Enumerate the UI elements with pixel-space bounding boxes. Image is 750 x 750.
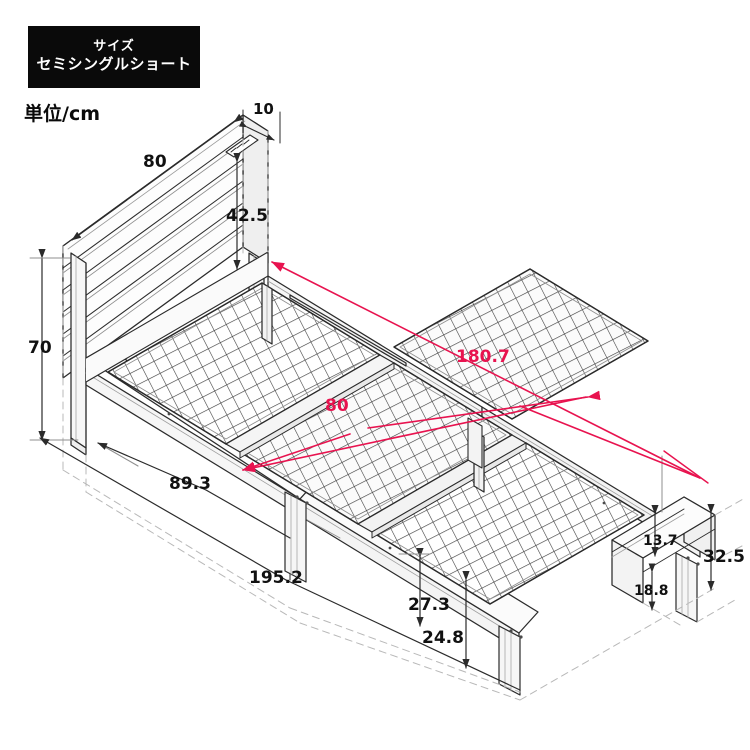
head-leg-left	[70, 252, 87, 456]
dim-mattress-width: 80	[325, 396, 349, 416]
badge-line-2: セミシングルショート	[36, 55, 192, 74]
dim-inner-length: 89.3	[169, 474, 211, 494]
dim-rail-height: 13.7	[643, 533, 678, 549]
center-beam	[225, 354, 527, 539]
center-support-post-1	[261, 282, 273, 345]
dim-headboard-width: 80	[143, 152, 167, 172]
dim-headboard-depth: 10	[253, 100, 274, 118]
dim-outer-length: 195.2	[249, 568, 303, 588]
badge-line-1: サイズ	[93, 39, 135, 55]
leg-mid-left	[284, 491, 307, 583]
slat-panel-3	[289, 294, 645, 605]
dim-clearance-b: 24.8	[422, 628, 464, 648]
slat-panel-4	[393, 268, 649, 420]
dim-mattress-length: 180.7	[456, 347, 510, 367]
leg-foot-right	[675, 552, 698, 623]
dim-foot-height: 32.5	[703, 547, 745, 567]
dim-headboard-height: 42.5	[226, 206, 268, 226]
dim-total-height: 70	[28, 338, 52, 358]
leg-foot-left	[498, 625, 521, 696]
dim-leg-height: 18.8	[634, 583, 669, 599]
dim-clearance-a: 27.3	[408, 595, 450, 615]
leg-mid-right	[467, 417, 483, 469]
size-badge: サイズ セミシングルショート	[28, 26, 200, 88]
